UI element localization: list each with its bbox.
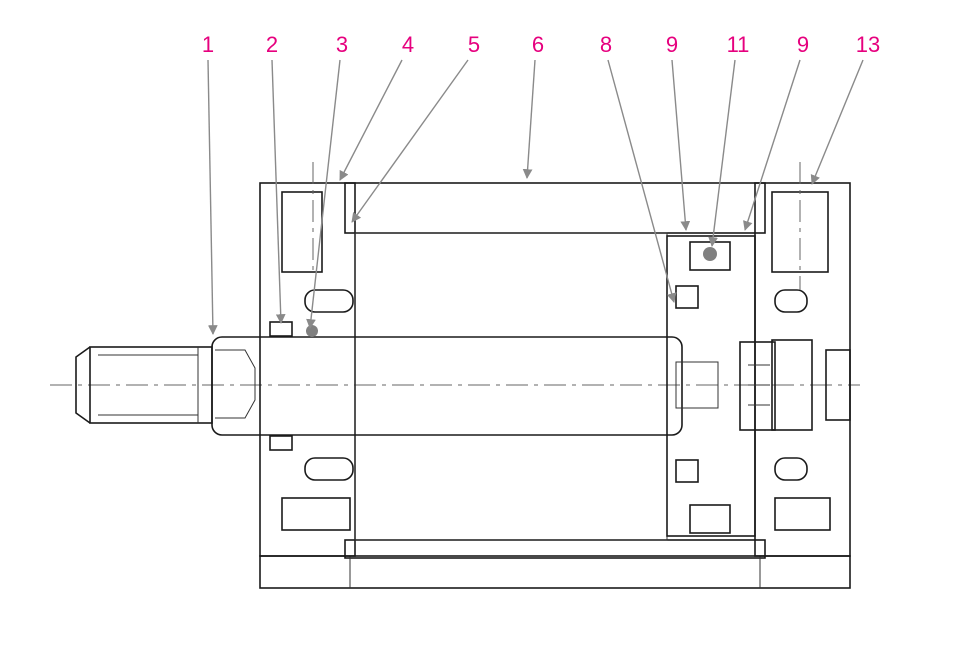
callout-label-2: 2 <box>266 32 278 57</box>
threaded-rod-end <box>75 346 213 424</box>
piston <box>666 235 776 537</box>
piston-rod <box>211 325 719 436</box>
callout-label-11: 11 <box>727 32 750 57</box>
callout-label-6: 6 <box>532 32 544 57</box>
callout-label-9a: 9 <box>666 32 678 57</box>
callout-label-8: 8 <box>600 32 612 57</box>
cylinder-barrel <box>259 182 851 589</box>
callout-label-9b: 9 <box>797 32 809 57</box>
callout-labels: 1 2 3 4 5 6 8 9 11 9 13 <box>202 32 880 57</box>
front-end-cap <box>259 162 356 557</box>
callout-label-13: 13 <box>856 32 880 57</box>
cylinder-bore <box>354 232 668 541</box>
callout-label-4: 4 <box>402 32 414 57</box>
rear-end-cap <box>754 162 851 557</box>
callout-label-1: 1 <box>202 32 214 57</box>
leader-lines <box>207 59 864 335</box>
callout-label-3: 3 <box>336 32 348 57</box>
callout-label-5: 5 <box>468 32 480 57</box>
